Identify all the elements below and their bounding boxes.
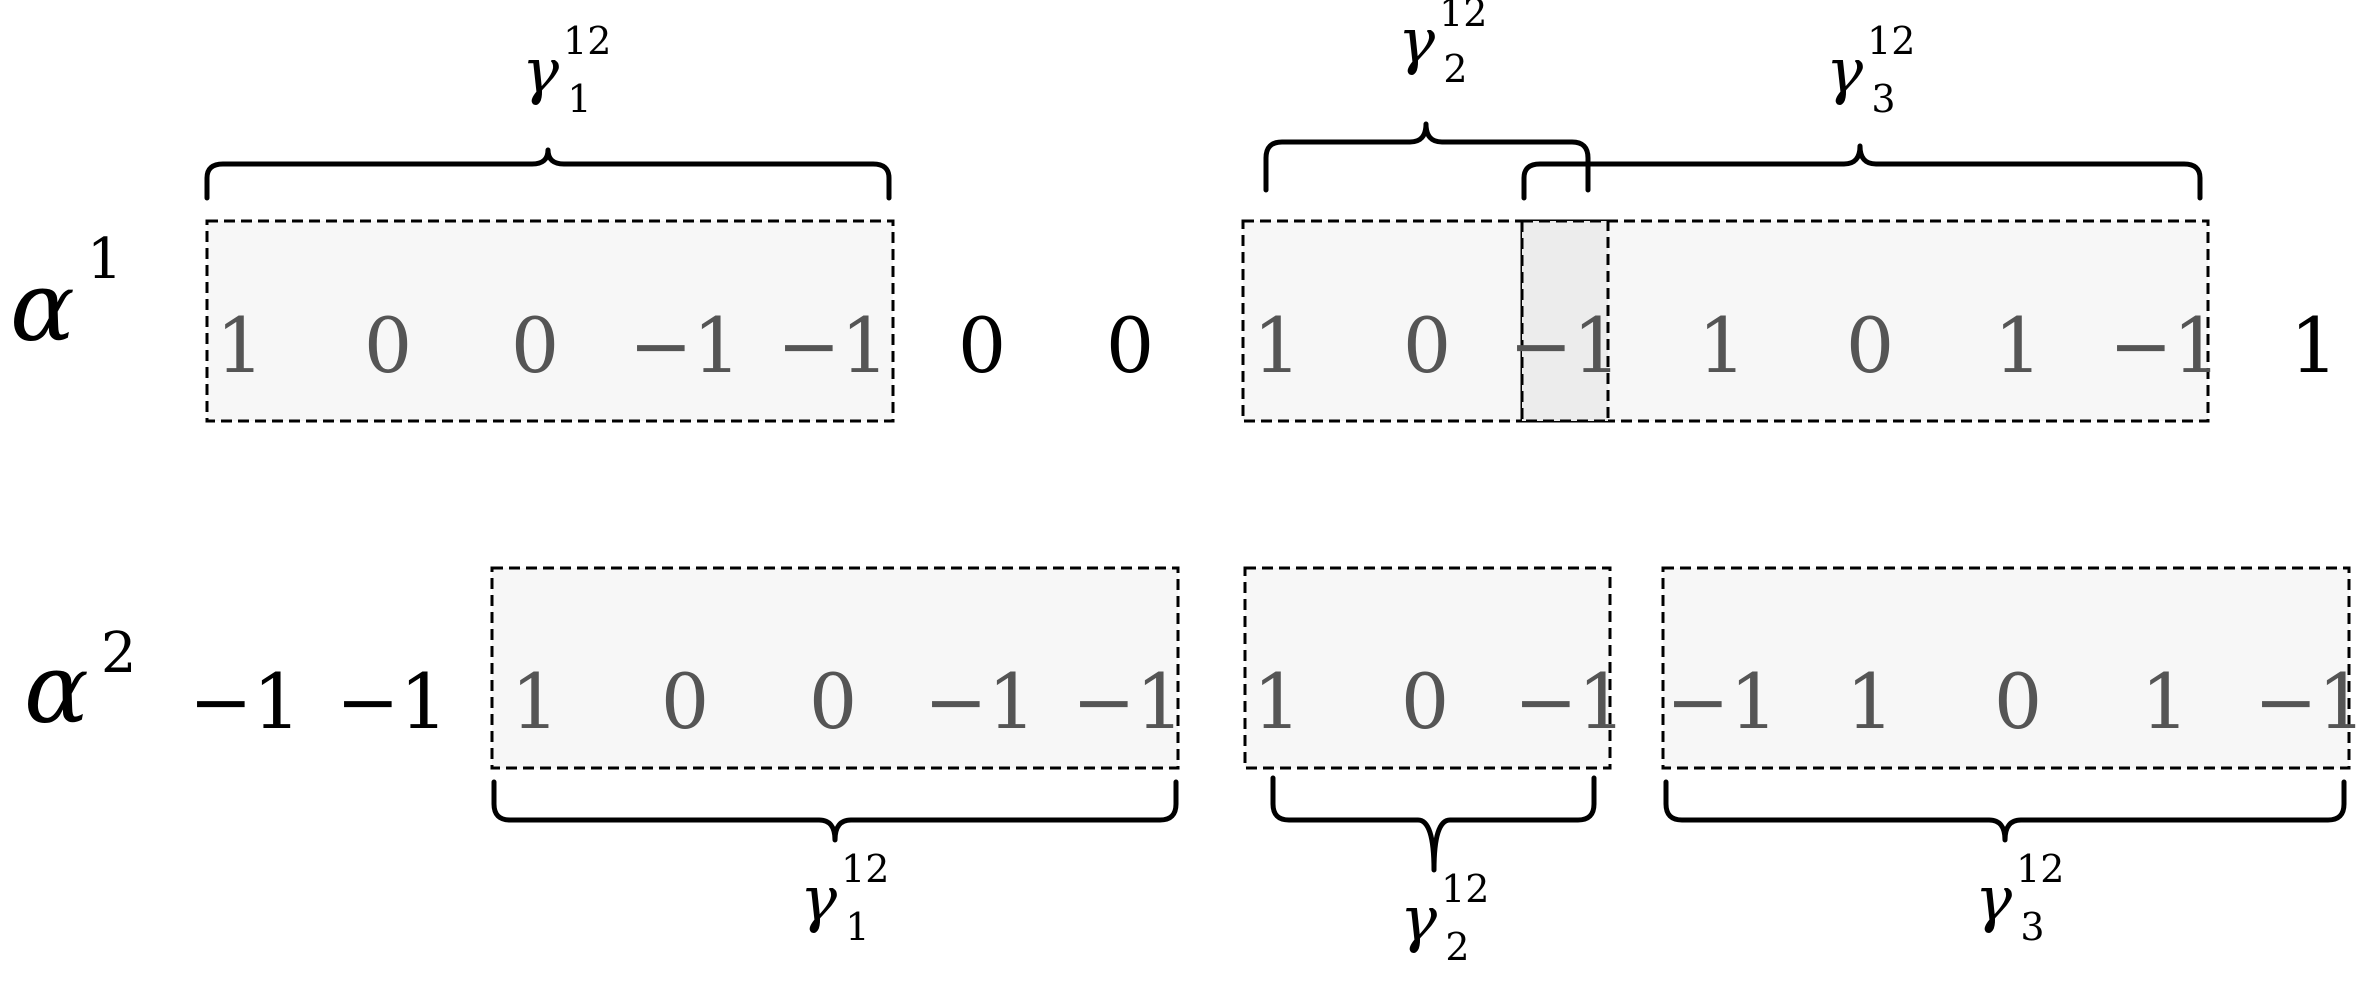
row2-value: 0 <box>1401 657 1449 746</box>
row2-brace-segment1 <box>491 779 1179 843</box>
row2-segment1-box <box>490 566 1180 770</box>
row1-value: −1 <box>777 301 889 390</box>
row2-value: −1 <box>924 657 1036 746</box>
row2-value: 0 <box>1994 657 2042 746</box>
row1-overlap-box <box>1520 219 1610 423</box>
row1-brace-segment3 <box>1521 143 2203 201</box>
row1-value: 0 <box>1846 301 1894 390</box>
row2-value: −1 <box>1666 657 1778 746</box>
row1-brace-segment1 <box>204 147 892 201</box>
row2-value: 1 <box>511 657 559 746</box>
row1-value: 1 <box>216 301 264 390</box>
row2-segment2-box <box>1243 566 1612 770</box>
row2-value: −1 <box>2254 657 2366 746</box>
row1-value: 0 <box>1403 301 1451 390</box>
row1-value: −1 <box>2109 301 2221 390</box>
row2-brace-segment3 <box>1663 779 2347 843</box>
row1-value: 0 <box>511 301 559 390</box>
row1-value: 0 <box>364 301 412 390</box>
row2-value: 1 <box>1846 657 1894 746</box>
row2-values: −1 −1 1 0 0 −1 −1 1 0 −1 −1 1 0 1 −1 <box>189 657 2366 746</box>
row2-value: −1 <box>1514 657 1626 746</box>
row1-value: −1 <box>1509 301 1621 390</box>
row2-brace-segment2 <box>1270 775 1597 873</box>
row1-value: 1 <box>1253 301 1301 390</box>
row2-segment3-box <box>1661 566 2351 770</box>
row2-value: −1 <box>189 657 301 746</box>
row1-value: 1 <box>1698 301 1746 390</box>
row1-value: 1 <box>2290 301 2338 390</box>
row1-value: 1 <box>1994 301 2042 390</box>
row2-value: −1 <box>1072 657 1184 746</box>
row2-value: 0 <box>661 657 709 746</box>
row1-value: 0 <box>1106 301 1154 390</box>
row1-value: 0 <box>958 301 1006 390</box>
row1-brace-segment2 <box>1263 121 1591 193</box>
row1-value: −1 <box>629 301 741 390</box>
row2-value: 0 <box>809 657 857 746</box>
row1-segment1-box <box>205 219 895 423</box>
row2-value: 1 <box>2141 657 2189 746</box>
row1-values: 1 0 0 −1 −1 0 0 1 0 −1 1 0 1 −1 1 <box>216 301 2338 390</box>
row2-value: 1 <box>1253 657 1301 746</box>
row2-value: −1 <box>336 657 448 746</box>
